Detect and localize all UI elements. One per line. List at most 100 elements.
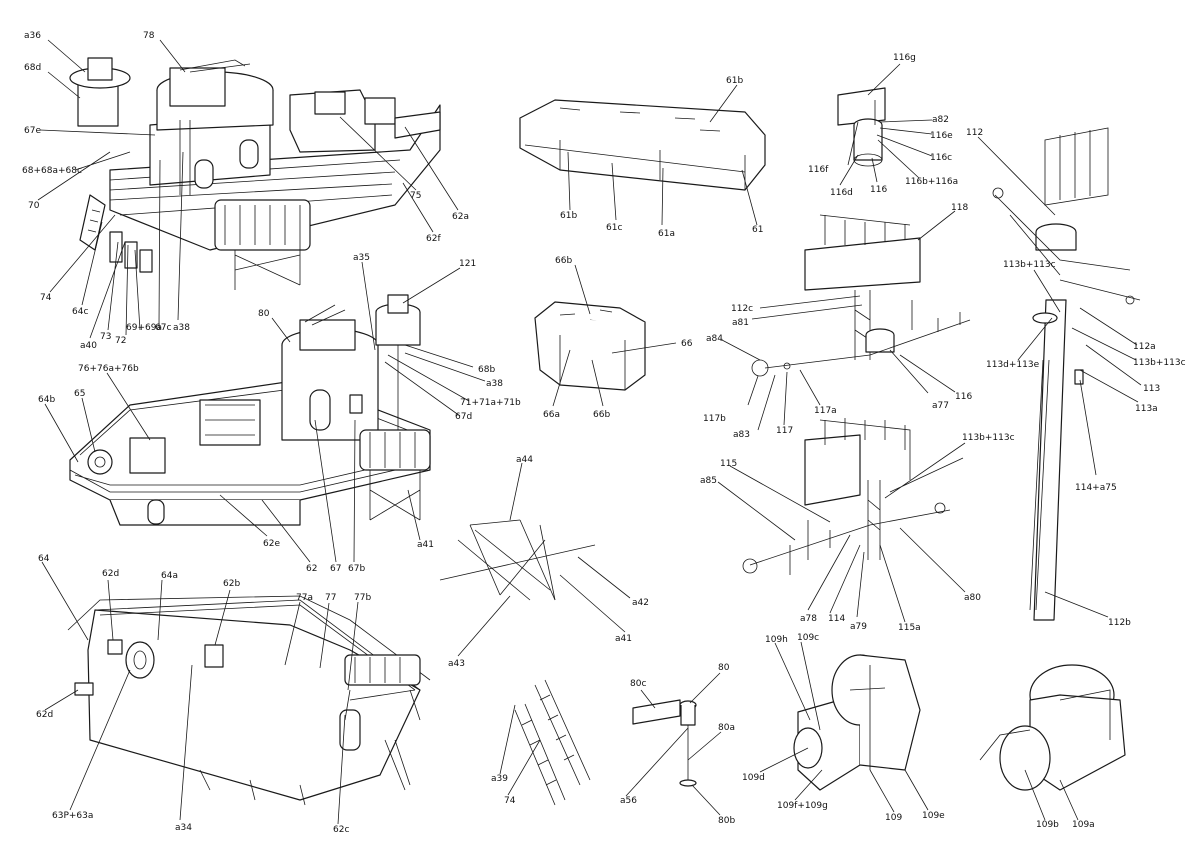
callout-label: 115: [720, 459, 737, 469]
callout-label: a81: [732, 318, 749, 328]
callout-label: 74: [504, 796, 516, 806]
callout-label: a38: [486, 379, 503, 389]
callout-label: a41: [417, 540, 434, 550]
part-66-box: [534, 301, 646, 391]
callout-label: 109d: [742, 773, 765, 783]
callout-label: a80: [964, 593, 981, 603]
callout-label: 80a: [718, 723, 735, 733]
callout-label: 115a: [898, 623, 921, 633]
callout-label: 116: [870, 185, 887, 195]
callout-label: 64a: [161, 571, 178, 581]
leader-lines: [37, 39, 1142, 825]
callout-label: 67c: [155, 323, 171, 333]
callout-label: 62c: [333, 825, 349, 835]
callout-label: 66: [681, 339, 693, 349]
callout-label: 61b: [560, 211, 577, 221]
superstructure-view-a: [69, 57, 441, 290]
callout-label: 113d+113e: [986, 360, 1040, 370]
callout-label: 74: [40, 293, 52, 303]
callout-label: a43: [448, 659, 465, 669]
part-116-radar: [837, 87, 886, 167]
callout-label: a39: [491, 774, 508, 784]
callout-label: a56: [620, 796, 637, 806]
callout-label: a42: [632, 598, 649, 608]
mast-112: [992, 127, 1141, 621]
callout-label: 109b: [1036, 820, 1059, 830]
callout-label: 80b: [718, 816, 735, 826]
callout-label: 117b: [703, 414, 726, 424]
callout-label: 109h: [765, 635, 788, 645]
callout-label: a82: [932, 115, 949, 125]
callout-label: 61c: [606, 223, 622, 233]
callout-label: a84: [706, 334, 723, 344]
part-109-variant: [979, 664, 1126, 791]
callout-label: a35: [353, 253, 370, 263]
callout-label: 62a: [452, 212, 469, 222]
callout-label: 118: [951, 203, 968, 213]
callout-label: 114+a75: [1075, 483, 1117, 493]
callout-label: 116e: [930, 131, 953, 141]
callout-label: 62d: [102, 569, 119, 579]
callout-label: a44: [516, 455, 533, 465]
callout-label: a78: [800, 614, 817, 624]
callout-label: 75: [410, 191, 421, 201]
callout-label: 66b: [593, 410, 610, 420]
callout-label: 63P+63a: [52, 811, 93, 821]
callout-label: 109e: [922, 811, 945, 821]
callout-label: 71+71a+71b: [460, 398, 521, 408]
ladder-74: [514, 679, 591, 806]
hull-underside-view-c: [67, 595, 431, 806]
callout-label: a34: [175, 823, 192, 833]
callout-label: 121: [459, 259, 476, 269]
superstructure-view-b: [69, 294, 431, 526]
callout-label: a83: [733, 430, 750, 440]
callout-label: 64: [38, 554, 50, 564]
callout-label: a41: [615, 634, 632, 644]
mast-assembly-118: [751, 214, 971, 377]
callout-label: 112: [966, 128, 983, 138]
callout-label: 73: [100, 332, 111, 342]
callout-label: 113b+113c: [962, 433, 1015, 443]
callout-labels: a36 78 68d 67e 68+68a+68c 70 75 62a 62f …: [22, 31, 1186, 835]
callout-label: 66b: [555, 256, 572, 266]
callout-label: 80: [258, 309, 270, 319]
callout-label: 112b: [1108, 618, 1131, 628]
part-80-mount: [632, 699, 697, 787]
callout-label: 61: [752, 225, 763, 235]
callout-label: 64c: [72, 307, 88, 317]
callout-label: 62e: [263, 539, 280, 549]
callout-label: 116g: [893, 53, 916, 63]
callout-label: 76+76a+76b: [78, 364, 139, 374]
callout-label: 109a: [1072, 820, 1095, 830]
callout-label: 72: [115, 336, 126, 346]
callout-label: 69+69a: [126, 323, 162, 333]
mast-assembly-115: [742, 418, 951, 575]
callout-label: 116b+116a: [905, 177, 958, 187]
callout-label: 113b+113c: [1003, 260, 1056, 270]
callout-label: a79: [850, 622, 867, 632]
callout-label: 61b: [726, 76, 743, 86]
callout-label: 113: [1143, 384, 1160, 394]
part-a44-frame: [439, 519, 596, 601]
callout-label: 80c: [630, 679, 646, 689]
callout-label: 113b+113c: [1133, 358, 1186, 368]
callout-label: 66a: [543, 410, 560, 420]
callout-label: 67d: [455, 412, 472, 422]
callout-label: a85: [700, 476, 717, 486]
callout-label: 70: [28, 201, 40, 211]
callout-label: 114: [828, 614, 845, 624]
callout-label: 62d: [36, 710, 53, 720]
callout-label: 61a: [658, 229, 675, 239]
callout-label: 67e: [24, 126, 41, 136]
callout-label: 109f+109g: [777, 801, 828, 811]
callout-label: 116c: [930, 153, 952, 163]
callout-label: 67: [330, 564, 341, 574]
callout-label: a77: [932, 401, 949, 411]
callout-label: 77: [325, 593, 336, 603]
callout-label: 112c: [731, 304, 753, 314]
callout-label: a36: [24, 31, 41, 41]
callout-label: 109: [885, 813, 902, 823]
callout-label: a38: [173, 323, 190, 333]
